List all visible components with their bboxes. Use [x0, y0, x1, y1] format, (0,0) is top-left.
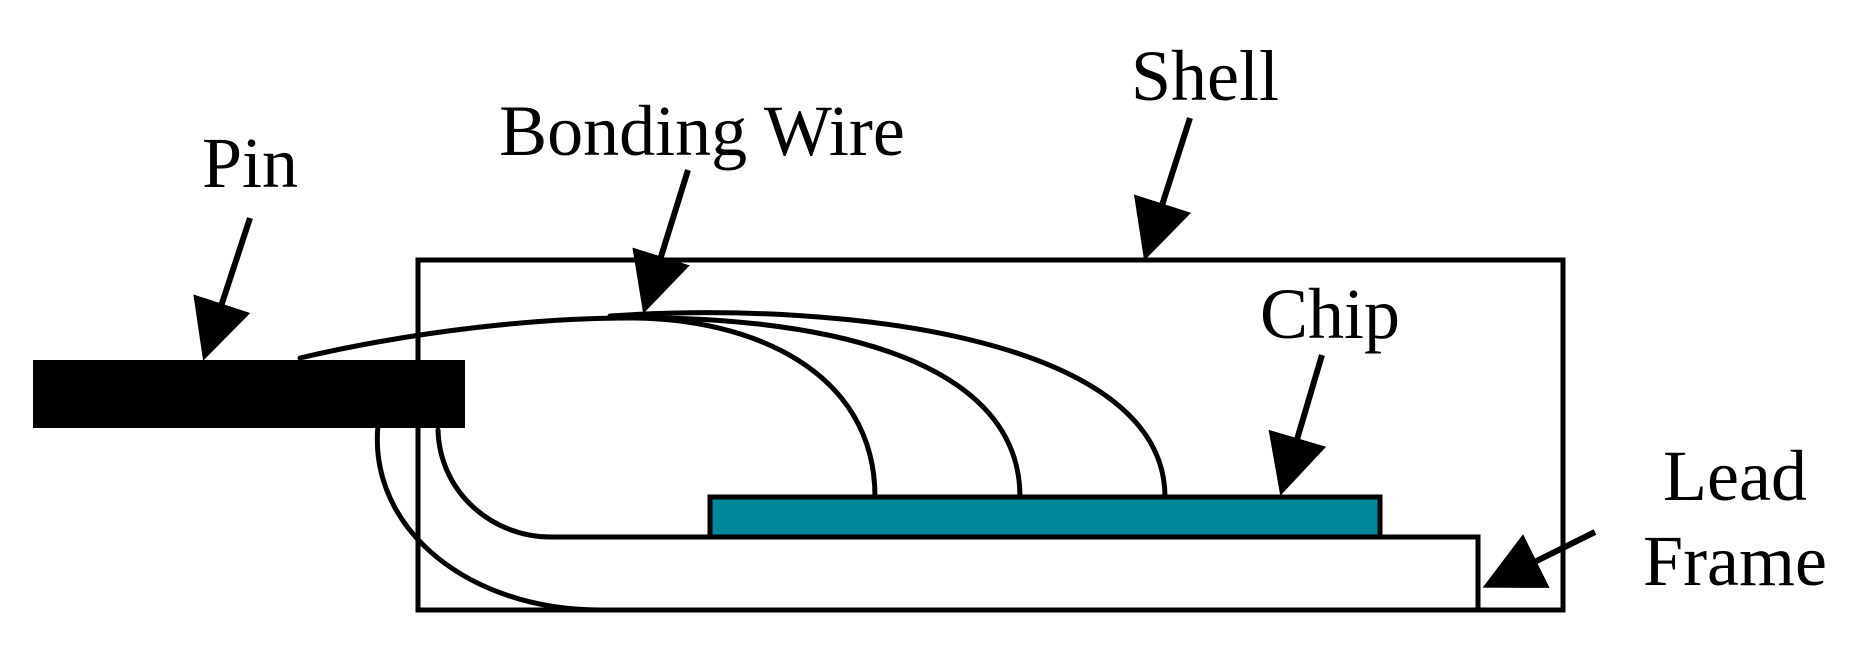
arrow-bonding-wire [632, 169, 691, 314]
chip-body [707, 494, 1383, 540]
lead-frame-inner-curve [435, 427, 1481, 613]
arrow-lead-frame [1482, 529, 1597, 588]
pin-bar [33, 360, 465, 428]
arrow-chip [1268, 354, 1327, 496]
bonding-wire-2 [617, 315, 1023, 500]
label-chip: Chip [1260, 274, 1400, 354]
label-bonding-wire: Bonding Wire [499, 91, 905, 171]
bonding-wire-3 [607, 310, 1168, 500]
arrow-pin [193, 217, 253, 361]
label-pin: Pin [202, 123, 298, 203]
lead-frame-outer-curve [374, 422, 1481, 613]
label-shell: Shell [1131, 36, 1279, 116]
arrow-shell [1133, 117, 1193, 261]
label-frame: Frame [1643, 521, 1827, 601]
label-lead: Lead [1663, 436, 1807, 516]
